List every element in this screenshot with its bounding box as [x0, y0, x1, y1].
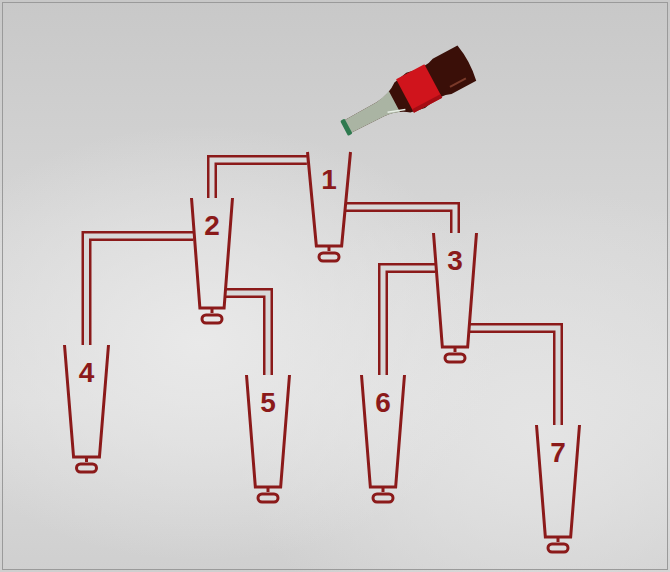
pipe	[87, 236, 194, 345]
glass: 7	[535, 425, 581, 555]
glass-number: 4	[63, 357, 110, 389]
cola-bottle	[335, 45, 478, 147]
pipe	[225, 293, 268, 375]
glass: 5	[245, 375, 291, 505]
glass: 4	[63, 345, 110, 475]
glass-number: 5	[245, 387, 291, 419]
pipe	[346, 207, 455, 233]
glass: 6	[360, 375, 406, 505]
pipe	[469, 328, 558, 425]
glass: 2	[190, 198, 234, 326]
glass: 3	[432, 233, 478, 365]
glass-number: 2	[190, 210, 234, 242]
glass-number: 7	[535, 437, 581, 469]
glass-number: 3	[432, 245, 478, 277]
pipe	[383, 268, 435, 375]
pipe	[212, 160, 307, 198]
glass-number: 6	[360, 387, 406, 419]
glass: 1	[306, 152, 352, 264]
glass-number: 1	[306, 164, 352, 196]
